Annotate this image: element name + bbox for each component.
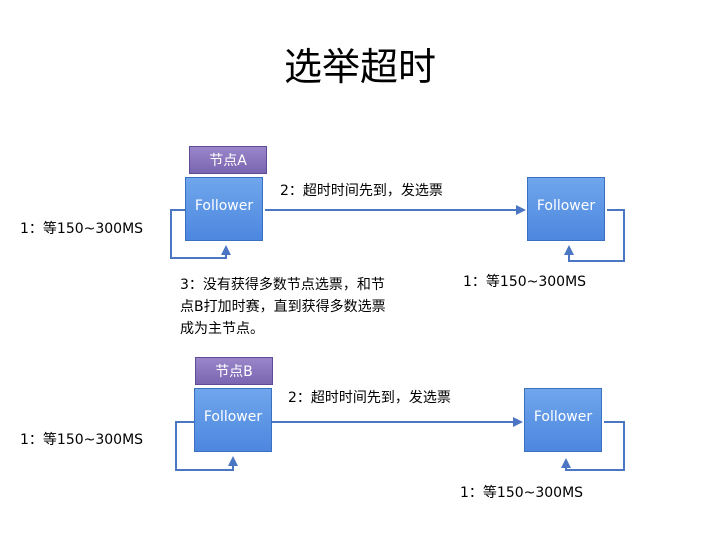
top-left-timeout-label: 1：等150~300MS: [20, 221, 144, 237]
node-a-tag: 节点A: [189, 146, 267, 174]
top-right-follower: Follower: [527, 177, 605, 241]
tie-break-note: 3：没有获得多数节点选票，和节点B打加时赛，直到获得多数选票成为主节点。: [180, 277, 386, 337]
bottom-left-loop: [175, 421, 238, 471]
bottom-left-follower: Follower: [194, 388, 272, 452]
bottom-right-loop: [561, 421, 625, 471]
bottom-left-timeout-label: 1：等150~300MS: [20, 432, 144, 448]
top-left-follower: Follower: [185, 177, 263, 241]
slide-title: 选举超时: [283, 45, 436, 89]
bottom-vote-label: 2：超时时间先到，发选票: [288, 390, 451, 406]
top-vote-label: 2：超时时间先到，发选票: [280, 183, 443, 199]
bottom-right-timeout-label: 1：等150~300MS: [460, 485, 584, 501]
top-right-timeout-label: 1：等150~300MS: [463, 274, 587, 290]
node-b-tag: 节点B: [195, 357, 273, 385]
top-left-loop: [170, 209, 231, 259]
top-right-loop: [564, 209, 625, 262]
bottom-right-follower: Follower: [524, 388, 602, 452]
